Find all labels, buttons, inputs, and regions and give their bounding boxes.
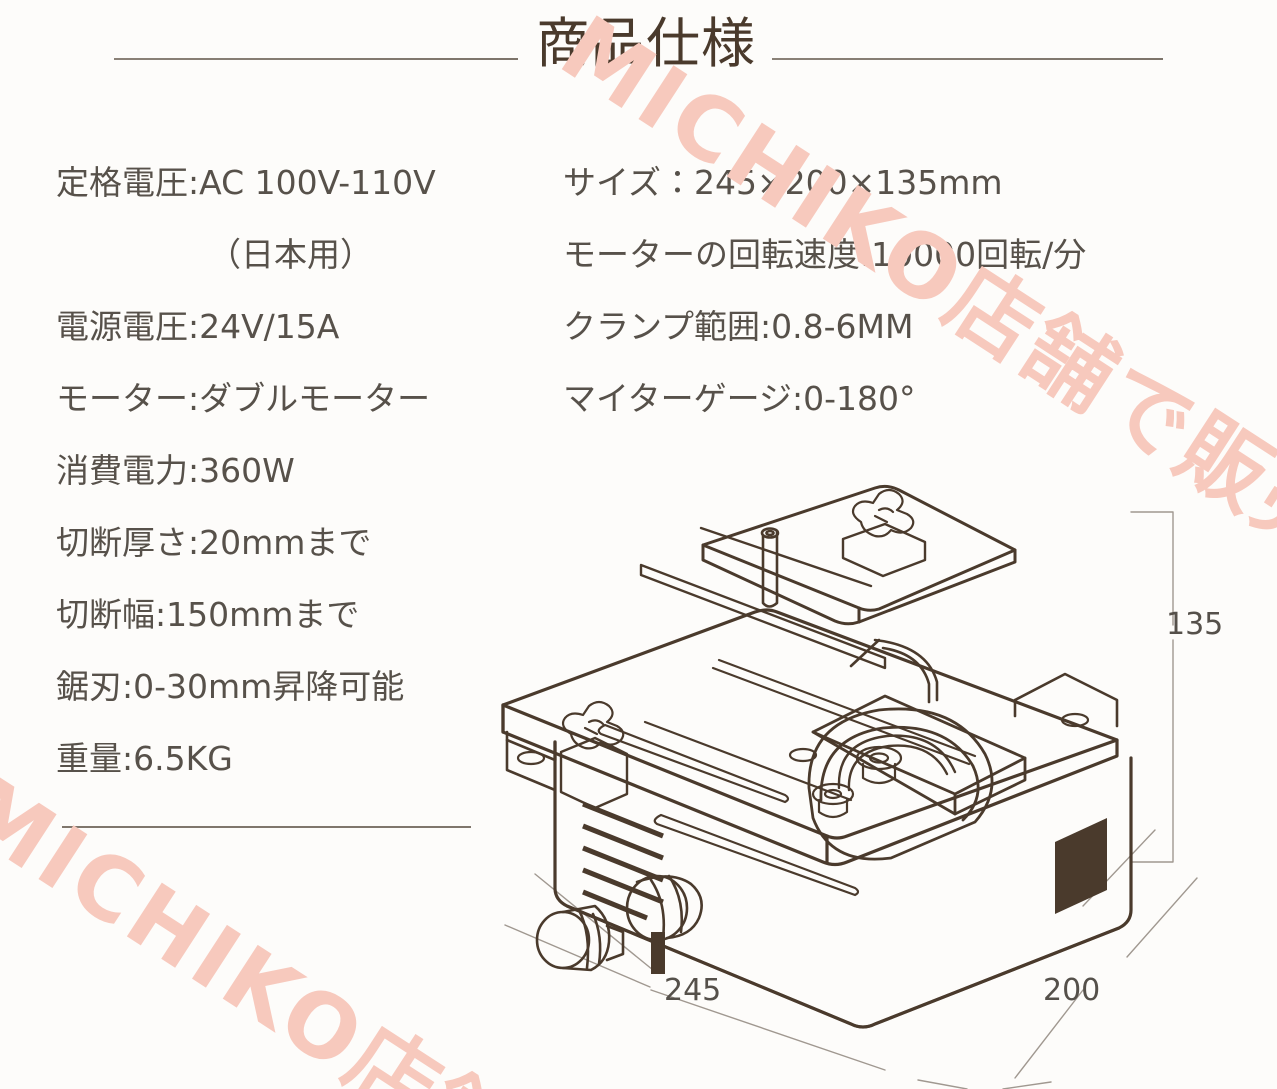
title-rule-left	[114, 58, 518, 60]
housing-left-step	[505, 730, 557, 792]
power-switch-lever	[651, 932, 665, 974]
spec-item-cut-width: 切断幅:150mmまで	[56, 595, 360, 634]
product-illustration	[455, 470, 1215, 1089]
front-wing-nut-icon	[561, 700, 625, 750]
spec-list-right: サイズ：245×200×135mm モーターの回転速度:10000回転/分 クラ…	[563, 147, 1086, 435]
miter-gauge-bolts	[811, 745, 903, 819]
page-title: 商品仕様	[536, 12, 756, 75]
rear-clamp-block	[841, 522, 927, 578]
spec-list-left: 定格電圧:AC 100V-110V （日本用） 電源電圧:24V/15A モータ…	[56, 147, 436, 795]
spec-item-motor: モーター:ダブルモーター	[56, 379, 431, 418]
main-table-top	[501, 608, 1119, 867]
spec-item-size: サイズ：245×200×135mm	[563, 163, 1003, 202]
front-clamp-block	[559, 736, 629, 810]
table-hole-left	[516, 750, 546, 766]
table-hole-right	[788, 747, 818, 763]
right-fence	[1013, 672, 1119, 728]
dimension-label-depth: 200	[1043, 973, 1101, 1008]
ventilation-louvers	[582, 801, 664, 921]
spec-item-rated-voltage-note: （日本用）	[208, 235, 373, 274]
blade-slot	[597, 723, 860, 897]
side-vent-panel	[1055, 818, 1107, 914]
rear-wing-nut-icon	[851, 488, 915, 538]
spec-item-power-voltage: 電源電圧:24V/15A	[56, 307, 340, 346]
spec-item-clamp-range: クランプ範囲:0.8-6MM	[563, 307, 914, 346]
spec-item-miter-gauge: マイターゲージ:0-180°	[563, 379, 916, 418]
dimension-label-width: 245	[664, 973, 722, 1008]
spec-item-cut-thickness: 切断厚さ:20mmまで	[56, 523, 372, 562]
fence-rails	[639, 526, 887, 670]
spec-item-power-consumption: 消費電力:360W	[56, 451, 295, 490]
spec-item-weight: 重量:6.5KG	[56, 739, 233, 778]
base-edge	[565, 904, 1121, 1029]
spec-item-rated-voltage: 定格電圧:AC 100V-110V	[56, 163, 436, 202]
table-hole-far-right	[1060, 712, 1090, 728]
page-title-block: 商品仕様	[0, 8, 1277, 80]
spec-item-blade-travel: 鋸刃:0-30mm昇降可能	[56, 667, 405, 706]
spec-item-motor-speed: モーターの回転速度:10000回転/分	[563, 235, 1087, 274]
blade-guard	[849, 638, 939, 704]
support-post	[760, 527, 780, 608]
speed-knob	[625, 874, 703, 942]
left-column-divider	[62, 826, 471, 828]
dimension-label-height: 135	[1166, 607, 1224, 642]
height-adjust-knob	[535, 904, 625, 972]
title-rule-right	[772, 58, 1163, 60]
aux-table-plate	[701, 484, 1017, 626]
